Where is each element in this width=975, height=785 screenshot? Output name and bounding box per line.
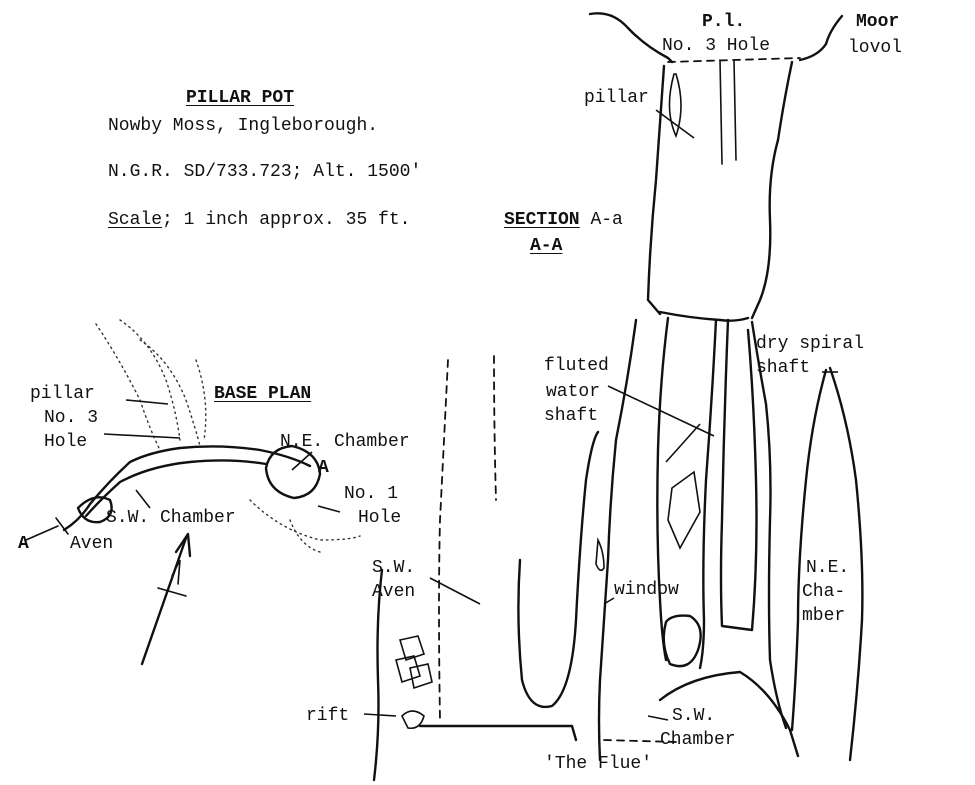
- fluted-right-wall: [698, 318, 718, 670]
- plan-dotted-5: [249, 499, 361, 541]
- section-sw-aven: [372, 355, 600, 782]
- boulder-1: [398, 635, 426, 662]
- fluted-inner-shape: [667, 470, 701, 550]
- section-label-ne-line1: N.E.: [806, 558, 850, 578]
- leader-rift: [363, 713, 397, 717]
- scale-line: Scale; 1 inch approx. 35 ft.: [108, 210, 410, 230]
- leader-plan-ne: [291, 451, 313, 471]
- window-chamber: [662, 614, 702, 668]
- section-label-fluted-line3: shaft: [544, 406, 599, 426]
- fluted-left-wall: [597, 318, 638, 762]
- leader-plan-sw: [135, 489, 151, 509]
- north-arrow-icon: [140, 532, 192, 666]
- leader-sw-aven: [429, 577, 481, 605]
- leader-plan-pillar: [125, 399, 169, 405]
- dry-shaft-outer-wall: [750, 320, 788, 730]
- section-label-ne-line3: mber: [802, 606, 846, 626]
- section-sw-chamber: [603, 670, 800, 758]
- ne-chamber-right-wall: [828, 366, 864, 762]
- top-shaft-left-wall: [646, 64, 666, 316]
- ne-chamber-left-wall: [790, 368, 828, 732]
- boulder-3: [409, 663, 433, 690]
- leader-plan-no1: [317, 505, 341, 513]
- section-label-ne-line2: Cha-: [802, 582, 846, 602]
- sw-aven-outer-wall: [372, 568, 384, 782]
- plan-label-aven: Aven: [70, 534, 114, 554]
- section-label-fluted-line2: wator: [546, 382, 601, 402]
- plan-label-no1-line2: Hole: [358, 508, 402, 528]
- plan-passage-upper: [62, 445, 312, 532]
- section-label-moor-line1: Moor: [856, 12, 900, 32]
- section-label-pl-line1: P.l.: [702, 12, 746, 32]
- section-top-shaft: [588, 12, 844, 320]
- grid-reference: N.G.R. SD/733.723; Alt. 1500': [108, 162, 422, 182]
- plan-dotted-3: [139, 339, 201, 447]
- plan-marker-ne: A: [318, 458, 329, 478]
- leader-fluted-2: [665, 423, 701, 463]
- plan-sw-chamber: [76, 496, 113, 524]
- plan-label-ne-chamber: N.E. Chamber: [280, 432, 410, 452]
- section-label-sw-chamber-line2: Chamber: [660, 730, 736, 750]
- moor-surface-right: [798, 14, 844, 62]
- leader-pillar: [655, 109, 695, 139]
- leader-sw-chamber: [647, 715, 669, 721]
- plan-label-no3-line1: No. 3: [44, 408, 99, 428]
- section-suffix: A-a: [590, 210, 623, 230]
- window-opening: [595, 537, 605, 572]
- moor-surface-left: [588, 12, 674, 64]
- sw-chamber-roof: [658, 670, 800, 758]
- dry-shaft-body: [719, 318, 758, 632]
- flue-floor: [418, 724, 578, 742]
- plan-label-no3-line2: Hole: [44, 432, 88, 452]
- flue-u-wall: [517, 430, 600, 709]
- section-sub-label: A-A: [530, 236, 563, 256]
- section-heading: SECTION A-a: [504, 210, 623, 230]
- section-label-sw-chamber-line1: S.W.: [672, 706, 716, 726]
- rift-shape: [401, 710, 425, 730]
- top-shaft-right-wall: [750, 60, 794, 320]
- section-label-fluted-line1: fluted: [544, 356, 609, 376]
- plan-marker-sw: A: [18, 534, 29, 554]
- fluted-shaft-top: [658, 310, 750, 322]
- plan-label-pillar: pillar: [30, 384, 95, 404]
- section-label-pl-line2: No. 3 Hole: [662, 36, 771, 56]
- section-pillar-shape: [668, 73, 682, 139]
- scale-word: Scale: [108, 210, 163, 230]
- section-label-dry-line1: dry spiral: [756, 334, 865, 354]
- sw-aven-dashed-left: [438, 359, 449, 721]
- cave-location: Nowby Moss, Ingleborough.: [108, 116, 379, 136]
- section-label-sw-aven-line1: S.W.: [372, 558, 416, 578]
- cave-name: PILLAR POT: [186, 88, 295, 108]
- section-label-dry-line2: shaft: [756, 358, 811, 378]
- plan-dotted-2: [119, 319, 181, 441]
- section-fluted-shaft: [595, 310, 750, 762]
- section-label-moor-line2: lovol: [848, 38, 903, 58]
- base-plan-heading: BASE PLAN: [214, 384, 312, 404]
- section-label-window: window: [614, 580, 679, 600]
- leader-window: [603, 597, 615, 605]
- fluted-inner-wall: [656, 316, 670, 662]
- plan-dotted-1: [95, 323, 161, 451]
- leader-plan-no3: [103, 433, 181, 439]
- sw-aven-dashed-right: [493, 355, 497, 501]
- section-label-pillar: pillar: [584, 88, 649, 108]
- plan-dotted-4: [195, 359, 207, 441]
- plan-label-no1-line1: No. 1: [344, 484, 399, 504]
- section-label-flue: 'The Flue': [544, 754, 653, 774]
- plan-label-sw-chamber: S.W. Chamber: [106, 508, 236, 528]
- section-leaders: [363, 109, 838, 721]
- top-shaft-inner-lines: [719, 59, 737, 165]
- boulder-2: [395, 655, 421, 684]
- section-dry-shaft: [719, 318, 788, 730]
- plan-ne-chamber: [264, 444, 322, 500]
- section-label-rift: rift: [306, 706, 350, 726]
- section-label-sw-aven-line2: Aven: [372, 582, 416, 602]
- section-ne-chamber: [790, 366, 864, 762]
- plan-aven-marker: [25, 517, 69, 541]
- scale-value: ; 1 inch approx. 35 ft.: [162, 210, 411, 230]
- section-word: SECTION: [504, 210, 580, 230]
- base-plan: [25, 319, 361, 553]
